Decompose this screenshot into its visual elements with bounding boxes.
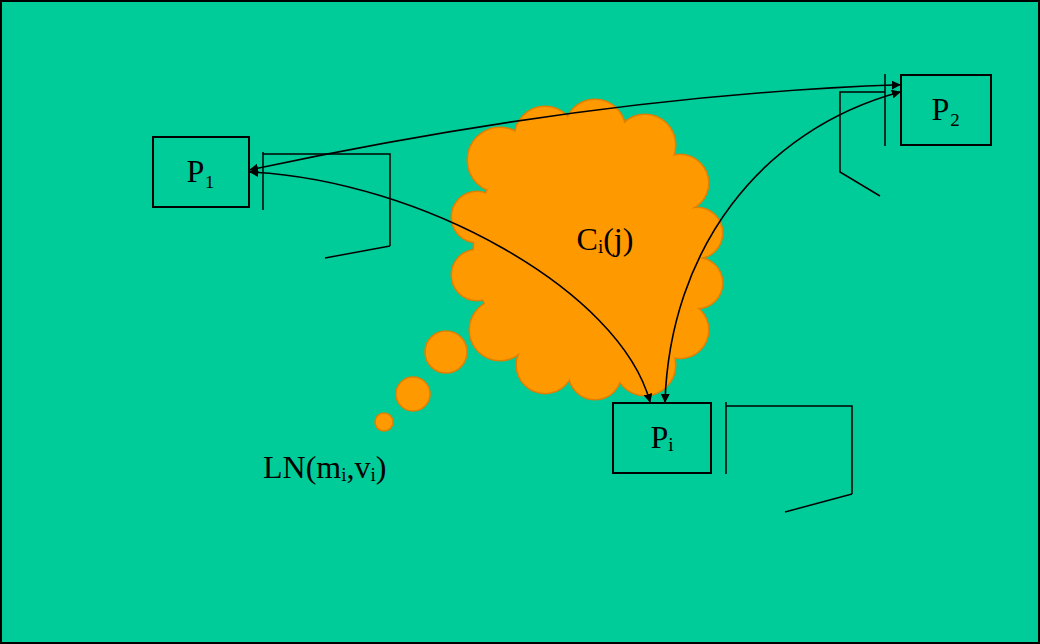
message-arrow	[250, 85, 900, 170]
cloud-label: Cᵢ(j)	[577, 222, 634, 257]
box-label: P₂	[932, 92, 961, 127]
distribution-label: LN(mᵢ,vᵢ)	[263, 450, 386, 485]
thought-bubbles	[375, 331, 467, 431]
process-box: Pᵢ	[612, 402, 712, 474]
cloud-node: Cᵢ(j)	[455, 105, 717, 395]
box-label: Pᵢ	[650, 420, 673, 455]
message-arrow	[250, 172, 650, 402]
message-arrow	[665, 92, 900, 402]
process-box: P₁	[152, 136, 250, 208]
process-box: P₂	[900, 74, 992, 146]
box-label: P₁	[187, 154, 216, 189]
